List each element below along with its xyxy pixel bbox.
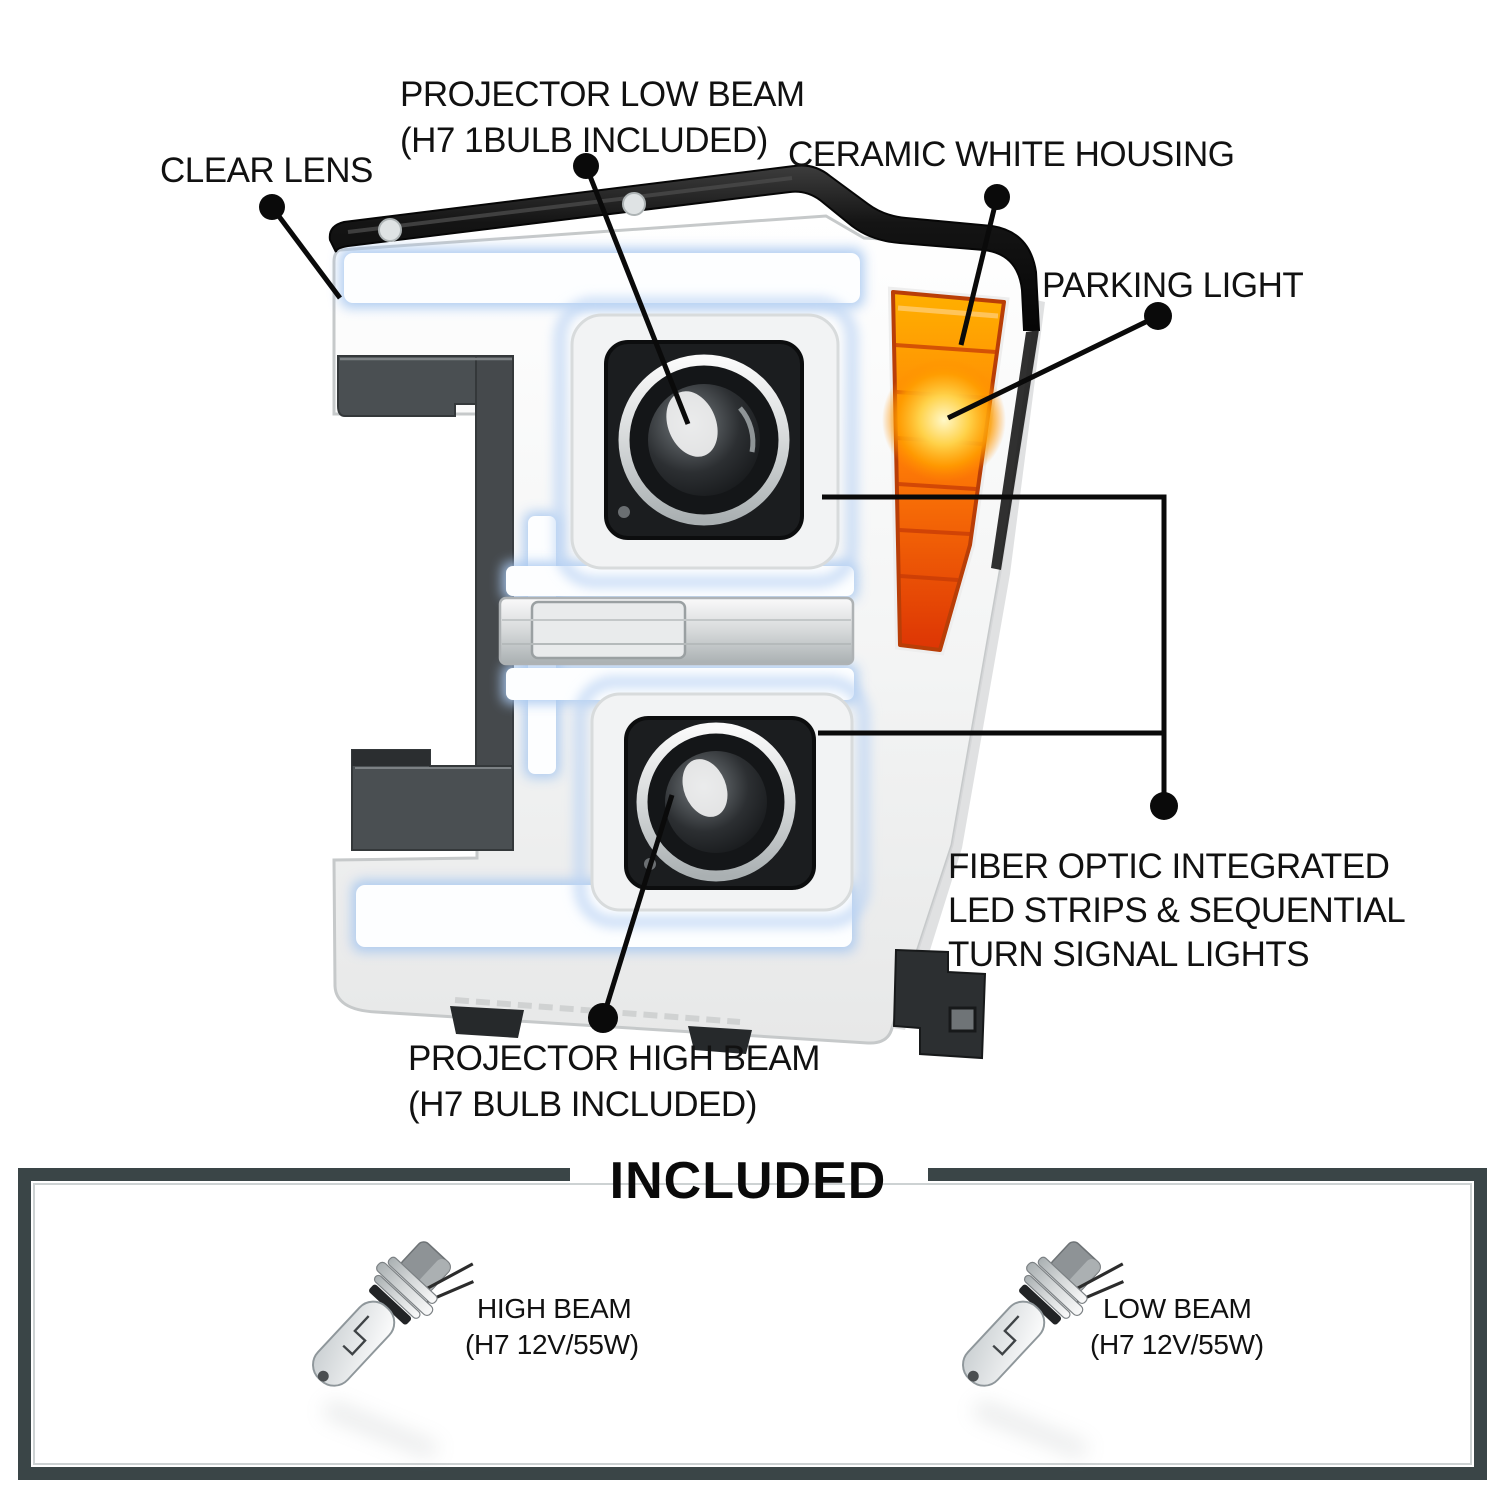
lens-highlight — [682, 759, 728, 817]
low-beam-projector — [555, 298, 857, 587]
frame-bar — [18, 1467, 1487, 1480]
frame-bar — [928, 1168, 1487, 1181]
callout-label: PROJECTOR HIGH BEAM — [408, 1039, 820, 1078]
chrome-center-bar — [498, 596, 855, 666]
callout-parking-light: PARKING LIGHT — [946, 266, 1304, 421]
leader-line — [822, 494, 1167, 806]
lens-screw — [378, 218, 402, 242]
leader-line — [946, 313, 1160, 421]
callout-label: PROJECTOR LOW BEAM — [400, 75, 805, 114]
parking-light-lens — [882, 286, 1010, 656]
callout-dot — [984, 184, 1010, 210]
side-bracket — [892, 948, 987, 1060]
top-trim — [328, 164, 1041, 570]
high-beam-bulb-illustration: HIGH BEAM (H7 12V/55W) — [291, 1215, 639, 1458]
callout-dot — [588, 1003, 618, 1033]
callout-fiber-optic-led: FIBER OPTIC INTEGRATED LED STRIPS & SEQU… — [818, 494, 1406, 974]
callout-dot — [259, 194, 285, 220]
callout-label: CERAMIC WHITE HOUSING — [788, 135, 1234, 174]
callout-label: TURN SIGNAL LIGHTS — [948, 935, 1309, 974]
callout-dot — [1150, 792, 1178, 820]
frame-bar — [18, 1168, 31, 1480]
callout-label: CLEAR LENS — [160, 151, 373, 190]
bottom-tab — [688, 1026, 752, 1054]
callout-label: (H7 BULB INCLUDED) — [408, 1085, 757, 1124]
included-frame — [18, 1168, 1487, 1480]
included-title: INCLUDED — [610, 1152, 887, 1210]
lens-screw — [622, 192, 646, 216]
callout-dot — [1144, 302, 1172, 330]
callout-label: PARKING LIGHT — [1042, 266, 1303, 305]
bulb-reflection — [322, 1400, 440, 1458]
bulb-reflection — [972, 1400, 1090, 1458]
leader-line — [958, 196, 1000, 346]
leader-line — [269, 205, 343, 300]
low-beam-bulb-illustration: LOW BEAM (H7 12V/55W) — [941, 1215, 1264, 1458]
leader-line — [600, 794, 675, 1019]
included-section: INCLUDED HIGH BEAM (H7 12V/55W) LOW BEAM… — [18, 1152, 1487, 1480]
bulb-label: LOW BEAM — [1103, 1293, 1252, 1324]
bulb-label: (H7 12V/55W) — [465, 1329, 639, 1360]
high-beam-projector — [575, 677, 869, 927]
callout-projector-high-beam: PROJECTOR HIGH BEAM (H7 BULB INCLUDED) — [408, 794, 820, 1124]
callout-label: FIBER OPTIC INTEGRATED — [948, 847, 1389, 886]
callout-label: LED STRIPS & SEQUENTIAL — [948, 891, 1405, 930]
callout-projector-low-beam: PROJECTOR LOW BEAM (H7 1BULB INCLUDED) — [400, 75, 805, 425]
callout-dot — [573, 153, 599, 179]
leader-line — [583, 165, 691, 425]
callout-ceramic-white-housing: CERAMIC WHITE HOUSING — [788, 135, 1235, 346]
lens-etching — [454, 997, 741, 1025]
mount-bracket — [337, 355, 514, 851]
frame-inner-bevel — [33, 1183, 1472, 1465]
bottom-tab — [450, 1006, 524, 1038]
frame-bar — [1474, 1168, 1487, 1480]
callout-clear-lens: CLEAR LENS — [160, 151, 373, 300]
frame-bar — [18, 1168, 570, 1181]
led-strip-top — [340, 248, 864, 308]
parking-bulb-glow — [882, 358, 1006, 482]
headlight-illustration — [328, 164, 1045, 1060]
bulb-label: (H7 12V/55W) — [1090, 1329, 1264, 1360]
bulb-label: HIGH BEAM — [477, 1293, 631, 1324]
